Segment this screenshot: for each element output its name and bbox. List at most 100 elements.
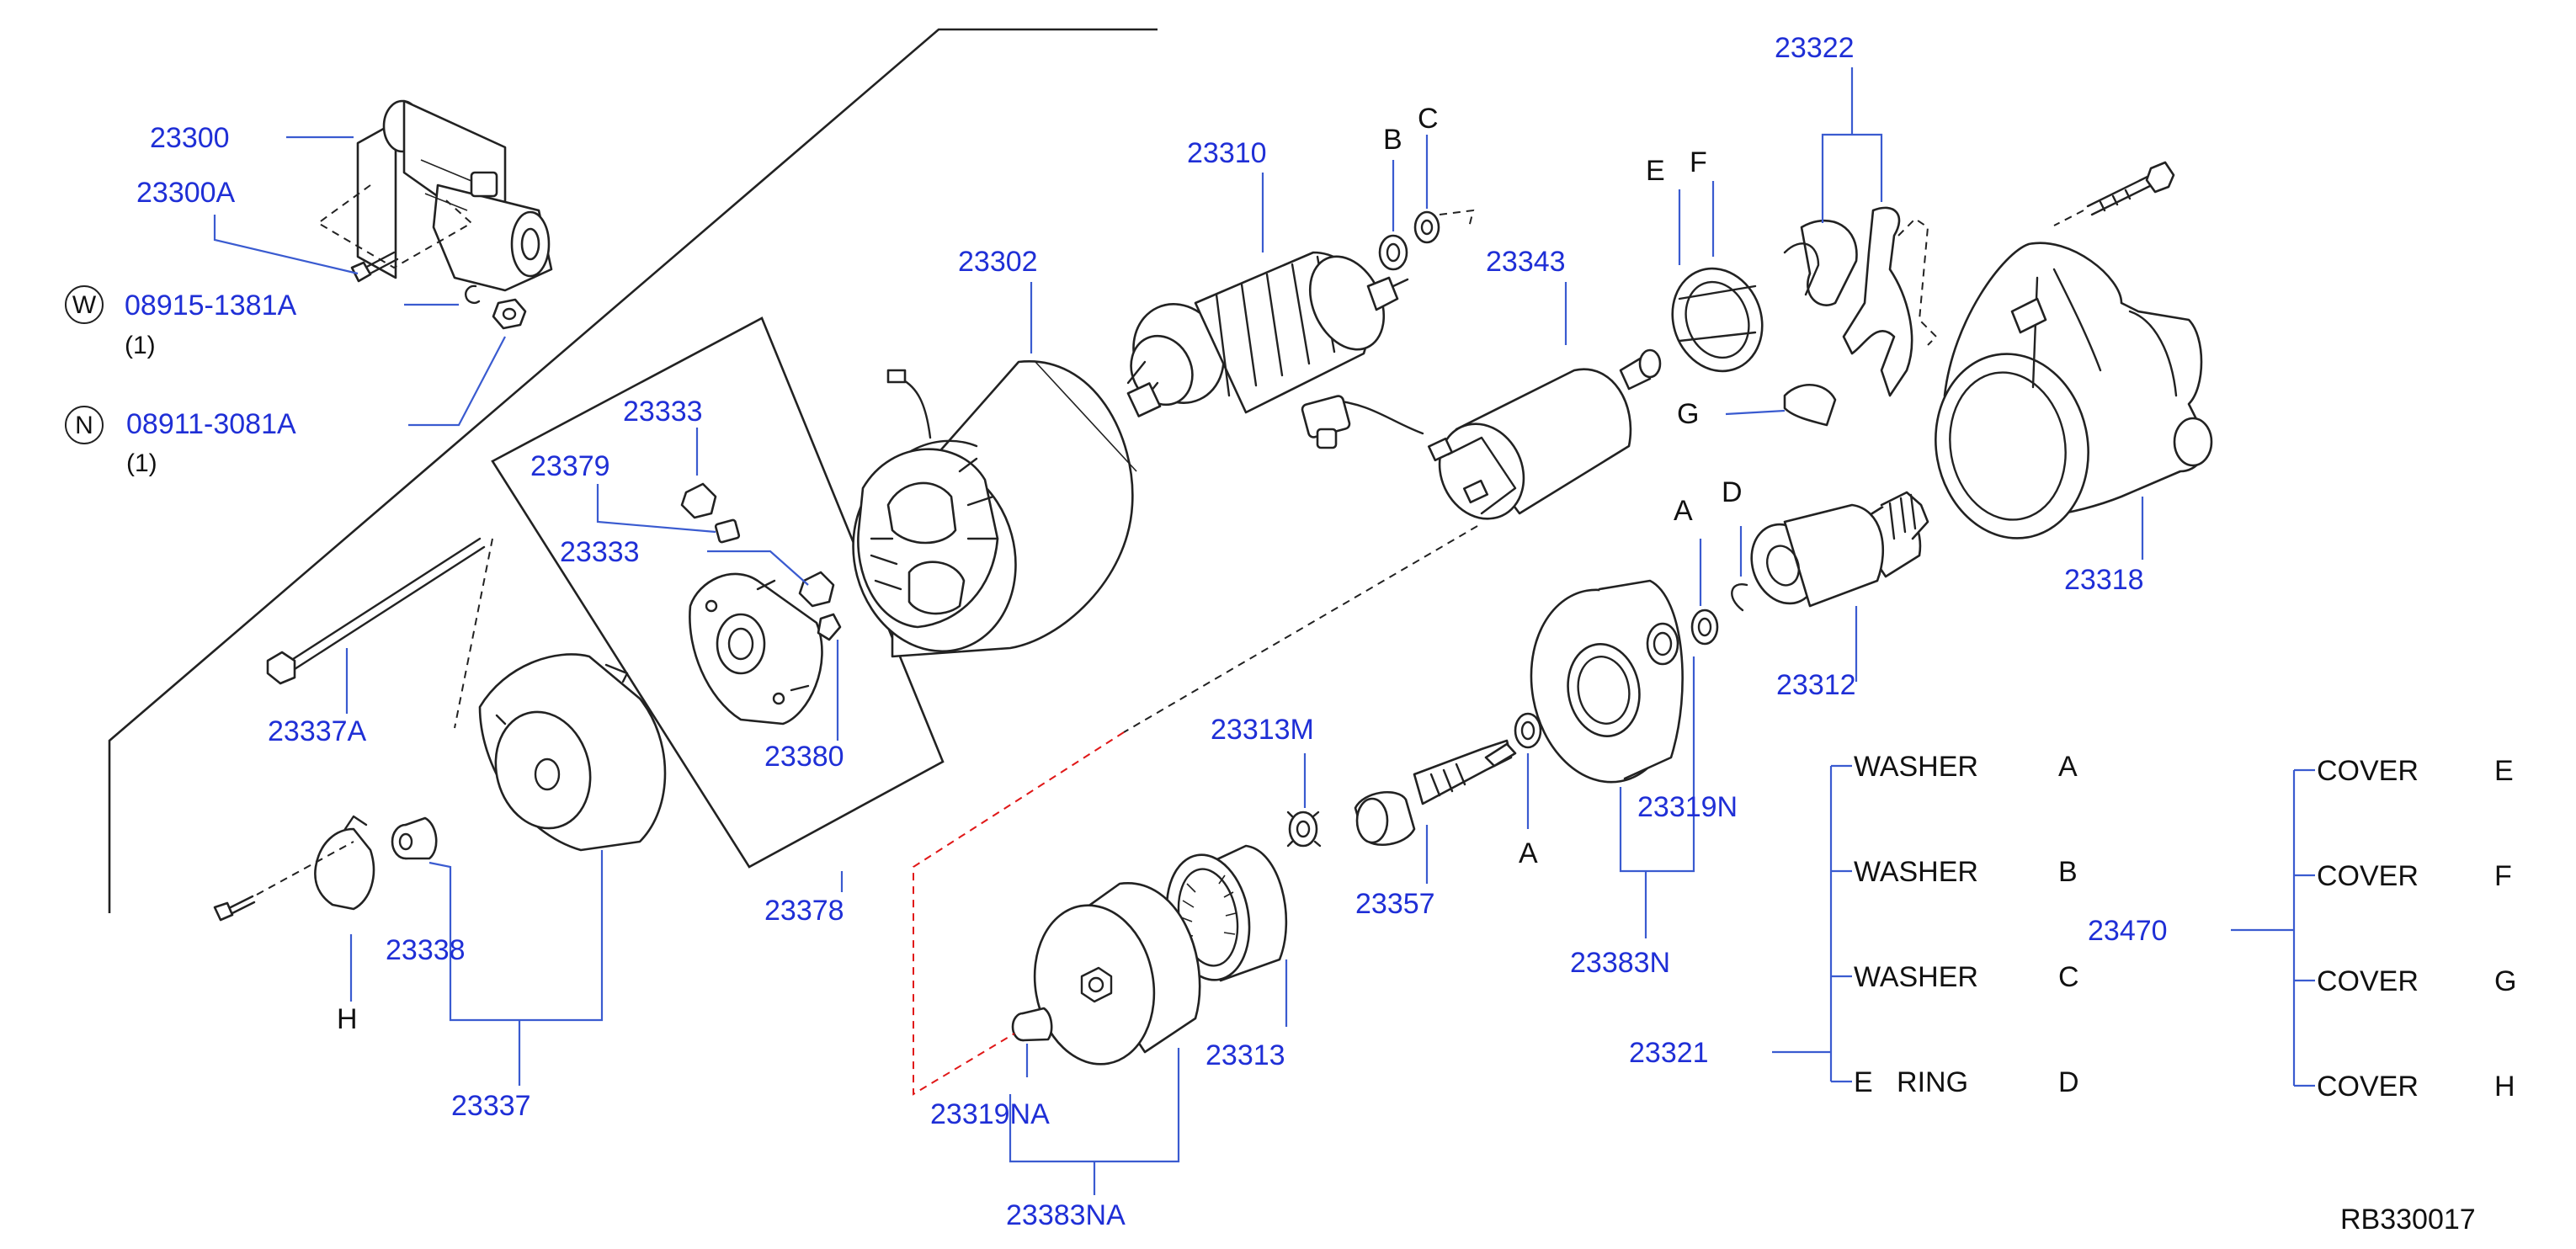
planet-gear-drawing <box>1286 811 1322 848</box>
n-symbol-label: N <box>75 412 93 439</box>
lever-dashed-guide <box>1897 217 1938 346</box>
gear-case-housing-drawing <box>1935 242 2213 539</box>
washer-a-mid-drawing <box>1514 712 1542 749</box>
brush-a-drawing <box>680 482 717 519</box>
washer-c-drawing <box>1413 210 1440 244</box>
part-label-23300a[interactable]: 23300A <box>136 177 236 209</box>
w-symbol-label: W <box>72 291 97 319</box>
legend-washer-name-3: WASHER <box>1854 961 1978 993</box>
bearing-drawing <box>391 816 438 860</box>
through-bolt-top-drawing <box>2086 161 2175 216</box>
n-symbol-circle <box>65 406 104 444</box>
part-label-23312[interactable]: 23312 <box>1776 669 1856 701</box>
brush-spring-drawing <box>714 518 741 544</box>
shift-lever-drawing <box>1783 206 1913 397</box>
legend-washer-code-2: B <box>2058 856 2078 888</box>
legend-cover-name-3: COVER <box>2317 965 2419 997</box>
magnetic-switch-drawing <box>1301 348 1662 520</box>
assembly-dashed-guide <box>317 184 473 269</box>
washer-legend-bracket <box>1772 764 1852 1083</box>
brush-holder-drawing <box>689 572 823 725</box>
callout-e: E <box>1646 155 1665 187</box>
part-label-23343[interactable]: 23343 <box>1486 246 1566 278</box>
legend-washer-code-1: A <box>2058 751 2078 783</box>
brush-b-drawing <box>798 571 835 608</box>
part-label-23337a[interactable]: 23337A <box>268 715 367 747</box>
quantity-w: (1) <box>125 332 156 359</box>
cover-legend-bracket <box>2231 768 2315 1087</box>
part-label-23379[interactable]: 23379 <box>530 450 610 482</box>
legend-cover-code-3: G <box>2494 965 2516 997</box>
washer-b-drawing <box>1378 234 1408 271</box>
legend-washer-name-2: WASHER <box>1854 856 1978 888</box>
part-label-23322[interactable]: 23322 <box>1775 32 1855 64</box>
bolt-dashed-guide <box>2053 210 2084 226</box>
section-divider-line <box>108 28 1158 913</box>
small-bolt-drawing <box>213 895 256 922</box>
legend-washer-name-1: WASHER <box>1854 751 1978 783</box>
part-label-23337[interactable]: 23337 <box>451 1090 531 1122</box>
cover-h-drawing <box>314 815 375 911</box>
overrunning-clutch-drawing <box>1530 579 1684 784</box>
brush-c-drawing <box>817 613 842 641</box>
part-label-08915-1381a[interactable]: 08915-1381A <box>125 290 297 322</box>
e-ring-d-drawing <box>1731 583 1748 612</box>
lock-washer-w-drawing <box>465 284 481 304</box>
callout-a-top: A <box>1674 495 1693 527</box>
part-label-23310[interactable]: 23310 <box>1187 137 1267 169</box>
small-bolt-dashed-guide <box>256 841 354 896</box>
switch-to-housing-dashed-guide <box>1123 525 1478 733</box>
callout-g: G <box>1677 398 1699 430</box>
callout-d: D <box>1722 476 1743 508</box>
through-bolt-drawing <box>266 537 486 685</box>
part-label-23319na[interactable]: 23319NA <box>930 1098 1050 1130</box>
pinion-gear-drawing <box>1750 491 1929 608</box>
yoke-field-coil-drawing <box>852 360 1137 658</box>
part-label-23383na[interactable]: 23383NA <box>1006 1199 1126 1231</box>
starter-assembly-drawing <box>356 99 553 292</box>
legend-cover-name-4: COVER <box>2317 1071 2419 1103</box>
cover-g-drawing <box>1783 384 1837 427</box>
part-label-23300[interactable]: 23300 <box>150 122 230 154</box>
part-label-23319n[interactable]: 23319N <box>1637 791 1738 823</box>
part-label-23333-top[interactable]: 23333 <box>623 396 703 428</box>
part-label-23313[interactable]: 23313 <box>1206 1039 1285 1071</box>
brush-holder-group-frame <box>491 316 945 869</box>
hex-nut-n-drawing <box>492 298 527 330</box>
part-label-23357[interactable]: 23357 <box>1355 888 1435 920</box>
mount-bolt-drawing <box>350 251 399 283</box>
part-label-23470[interactable]: 23470 <box>2088 915 2168 947</box>
washer-a-top-drawing <box>1690 609 1719 646</box>
part-label-23302[interactable]: 23302 <box>958 246 1038 278</box>
part-label-08911-3081a[interactable]: 08911-3081A <box>126 408 296 440</box>
part-label-23383n[interactable]: 23383N <box>1570 947 1670 979</box>
part-label-23313m[interactable]: 23313M <box>1211 714 1314 746</box>
cover-e-f-drawing <box>1671 267 1764 373</box>
callout-c: C <box>1418 103 1439 135</box>
part-label-23321[interactable]: 23321 <box>1629 1037 1709 1069</box>
part-label-23318[interactable]: 23318 <box>2064 564 2144 596</box>
callout-b: B <box>1383 124 1402 156</box>
rear-housing-drawing <box>1033 882 1201 1066</box>
red-assembly-dashed-guide <box>913 731 1125 1096</box>
armature-dashed-guide <box>1439 209 1475 228</box>
callout-h: H <box>337 1003 358 1035</box>
bushing-drawing <box>1011 1007 1053 1042</box>
legend-cover-code-4: H <box>2494 1071 2515 1103</box>
callout-f: F <box>1690 146 1707 178</box>
diagram-reference-code: RB330017 <box>2340 1204 2476 1236</box>
through-bolt-dashed-guide <box>454 538 493 729</box>
legend-cover-code-1: E <box>2494 755 2514 787</box>
legend-washer-code-4: D <box>2058 1066 2079 1098</box>
w-symbol-circle <box>65 285 104 324</box>
callout-a-mid: A <box>1519 837 1538 869</box>
legend-washer-name-4: E RING <box>1854 1066 1968 1098</box>
part-label-23380[interactable]: 23380 <box>764 741 844 773</box>
part-label-23378[interactable]: 23378 <box>764 895 844 927</box>
part-label-23338[interactable]: 23338 <box>386 934 466 966</box>
leader-lines <box>213 67 2144 1195</box>
part-label-23333-mid[interactable]: 23333 <box>560 536 640 568</box>
armature-drawing <box>1126 251 1409 417</box>
